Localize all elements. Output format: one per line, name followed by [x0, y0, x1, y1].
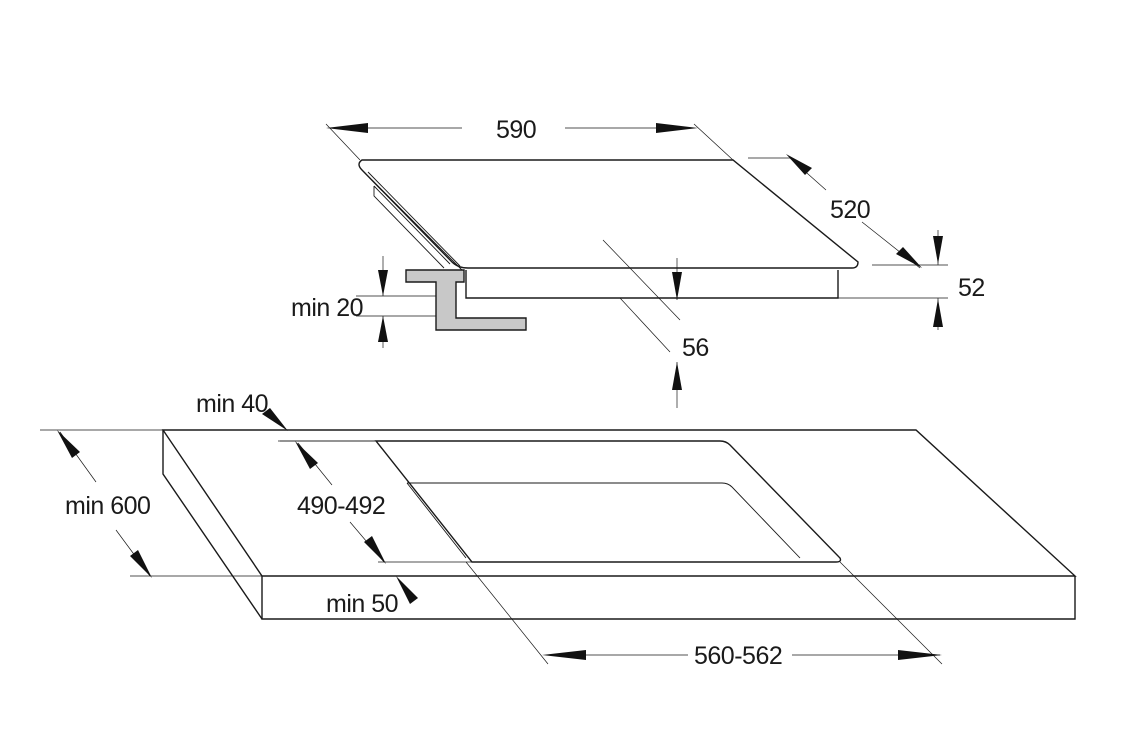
label-edge-min-back: min 40: [196, 390, 268, 418]
hob-body-side: [373, 185, 451, 269]
hob-drawing: [358, 159, 859, 299]
hob-glass-edge: [367, 171, 463, 271]
hob-body: [465, 270, 839, 299]
worktop-drawing: [161, 429, 1077, 620]
label-worktop-depth: min 600: [65, 492, 150, 520]
dimension-lines: [40, 123, 948, 665]
label-cutout-depth: 490-492: [297, 492, 385, 520]
worktop-side-face: [162, 430, 263, 620]
label-hob-height: 52: [958, 274, 985, 302]
label-bracket-min: min 20: [291, 294, 363, 322]
label-cutout-width: 560-562: [694, 642, 782, 670]
label-edge-min-front: min 50: [326, 590, 398, 618]
dimension-labels: 590 520 52 56 min 20 min 40 min 600 490-…: [65, 116, 985, 670]
worktop-cutout: [374, 440, 842, 563]
worktop-front-face: [261, 576, 1076, 620]
label-hob-depth: 520: [830, 196, 870, 224]
label-clearance-under: 56: [682, 334, 709, 362]
label-hob-width: 590: [496, 116, 536, 144]
mounting-bracket: [405, 269, 527, 331]
hob-glass-top: [358, 159, 859, 269]
worktop-cutout-inner: [406, 482, 801, 559]
